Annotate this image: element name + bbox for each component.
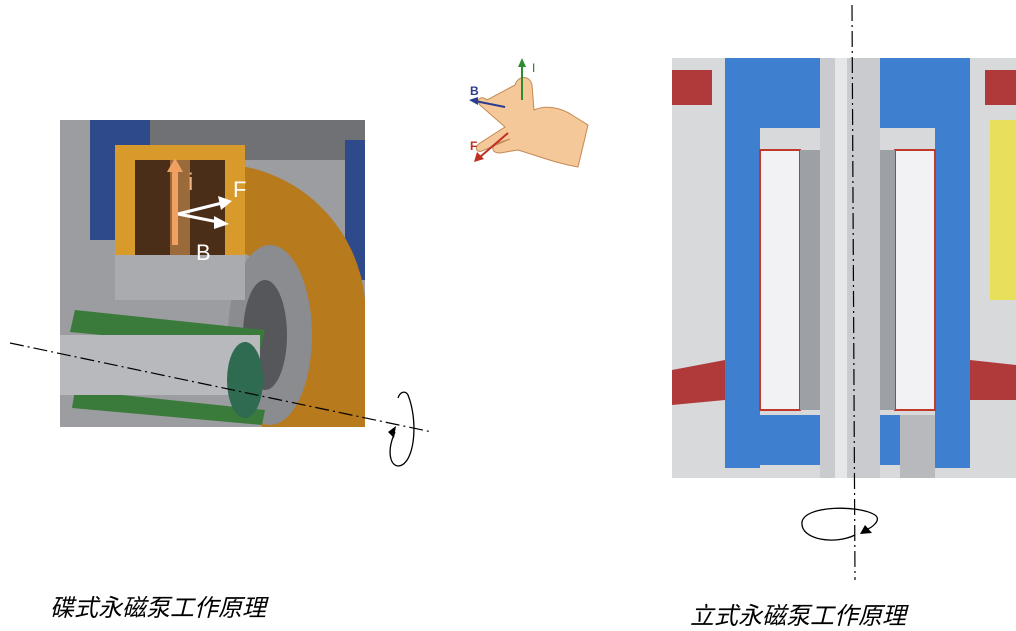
disc-pump-caption: 碟式永磁泵工作原理 (50, 594, 266, 622)
force-label: F (233, 177, 246, 202)
current-arrowhead (167, 158, 183, 172)
magnet-right (894, 149, 936, 411)
hand-force-arrowhead (474, 152, 484, 162)
force-arrow (177, 201, 223, 216)
central-shaft (820, 58, 880, 478)
right-blue-strip (345, 140, 365, 280)
field-label: B (196, 240, 211, 265)
vertical-pump-caption: 立式永磁泵工作原理 (690, 602, 906, 630)
hand-field-arrowhead (469, 97, 478, 105)
current-label: i (188, 169, 193, 196)
hand-shape (475, 77, 589, 168)
hand-field-label: B (470, 84, 479, 98)
shaft-body (60, 335, 260, 395)
left-clamp (672, 70, 712, 105)
blue-housing-right (935, 128, 970, 468)
left-hand-rule-illustration: I B F (469, 58, 589, 168)
rotation-arrow-icon (389, 391, 415, 467)
vertical-rotation-arrowhead-icon (860, 525, 872, 534)
right-clamp (985, 70, 1016, 105)
shaft-end (227, 342, 263, 418)
hand-field-arrow (474, 100, 506, 108)
blue-housing-left (725, 128, 760, 468)
hand-current-arrowhead (518, 58, 526, 67)
rotation-arrowhead-icon (388, 426, 396, 438)
magnet-left (759, 149, 801, 411)
hand-force-label: F (470, 139, 477, 153)
disc-pump-illustration: i F B (9, 120, 433, 467)
green-plate-bottom (72, 390, 265, 425)
yellow-side (990, 120, 1016, 300)
field-arrowhead (214, 216, 229, 229)
force-arrowhead (218, 196, 232, 210)
vertical-axis (851, 4, 856, 581)
hand-force-arrow (479, 132, 509, 158)
left-flange (672, 360, 725, 405)
hand-current-label: I (532, 61, 535, 75)
coil-base (115, 255, 245, 300)
shaft-highlight (835, 58, 847, 478)
field-arrow (177, 212, 219, 224)
coil-holder-top (115, 145, 245, 160)
right-flange (970, 360, 1016, 400)
vertical-pump-illustration (672, 4, 1016, 581)
lower-shaft (900, 415, 935, 478)
vertical-rotation-arrow-icon (801, 507, 879, 541)
